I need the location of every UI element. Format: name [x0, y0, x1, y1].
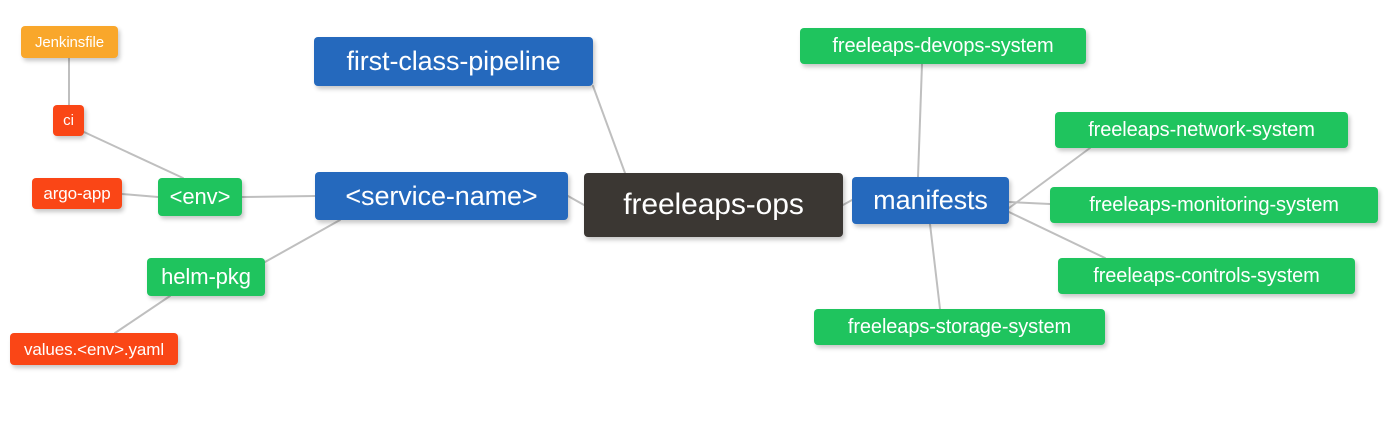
node-label-freeleaps-controls-system: freeleaps-controls-system [1093, 265, 1320, 287]
node-freeleaps-devops-system[interactable]: freeleaps-devops-system [800, 28, 1086, 64]
node-freeleaps-controls-system[interactable]: freeleaps-controls-system [1058, 258, 1355, 294]
node-label-Jenkinsfile: Jenkinsfile [35, 33, 104, 51]
node-ci[interactable]: ci [53, 105, 84, 136]
edge-freeleaps-ops-to-manifests [842, 199, 853, 206]
node-label-helm-pkg: helm-pkg [161, 264, 251, 289]
node-label-freeleaps-storage-system: freeleaps-storage-system [847, 316, 1072, 338]
node-label-ci: ci [63, 112, 74, 129]
node-label-freeleaps-network-system: freeleaps-network-system [1088, 119, 1315, 141]
edge-service-name-to-env [241, 195, 316, 198]
edge-freeleaps-ops-to-first-class-pipeline [592, 85, 626, 174]
node-argo-app[interactable]: argo-app [32, 178, 122, 209]
node-helm-pkg[interactable]: helm-pkg [147, 258, 265, 296]
node-label-freeleaps-devops-system: freeleaps-devops-system [832, 35, 1054, 57]
edge-manifests-to-freeleaps-monitoring-system [1008, 201, 1051, 205]
node-label-service-name: <service-name> [345, 180, 538, 211]
node-Jenkinsfile[interactable]: Jenkinsfile [21, 26, 118, 58]
node-values-env-yaml[interactable]: values.<env>.yaml [10, 333, 178, 365]
node-env[interactable]: <env> [158, 178, 242, 216]
edge-manifests-to-freeleaps-storage-system [929, 223, 941, 310]
node-label-manifests: manifests [873, 185, 988, 215]
edge-env-to-argo-app [121, 193, 159, 198]
edge-service-name-to-helm-pkg [264, 219, 341, 263]
node-freeleaps-ops[interactable]: freeleaps-ops [584, 173, 843, 237]
node-label-freeleaps-ops: freeleaps-ops [623, 188, 804, 221]
node-freeleaps-monitoring-system[interactable]: freeleaps-monitoring-system [1050, 187, 1378, 223]
node-freeleaps-network-system[interactable]: freeleaps-network-system [1055, 112, 1348, 148]
node-service-name[interactable]: <service-name> [315, 172, 568, 220]
node-label-freeleaps-monitoring-system: freeleaps-monitoring-system [1089, 194, 1339, 216]
edge-manifests-to-freeleaps-devops-system [917, 63, 923, 178]
edge-env-to-ci [83, 131, 184, 179]
node-label-first-class-pipeline: first-class-pipeline [346, 46, 561, 76]
node-label-env: <env> [169, 184, 231, 209]
edge-helm-pkg-to-values-env-yaml [114, 295, 171, 334]
node-first-class-pipeline[interactable]: first-class-pipeline [314, 37, 593, 86]
node-label-argo-app: argo-app [43, 184, 111, 203]
edge-freeleaps-ops-to-service-name [567, 195, 585, 206]
node-label-values-env-yaml: values.<env>.yaml [23, 339, 165, 359]
node-manifests[interactable]: manifests [852, 177, 1009, 224]
node-freeleaps-storage-system[interactable]: freeleaps-storage-system [814, 309, 1105, 345]
